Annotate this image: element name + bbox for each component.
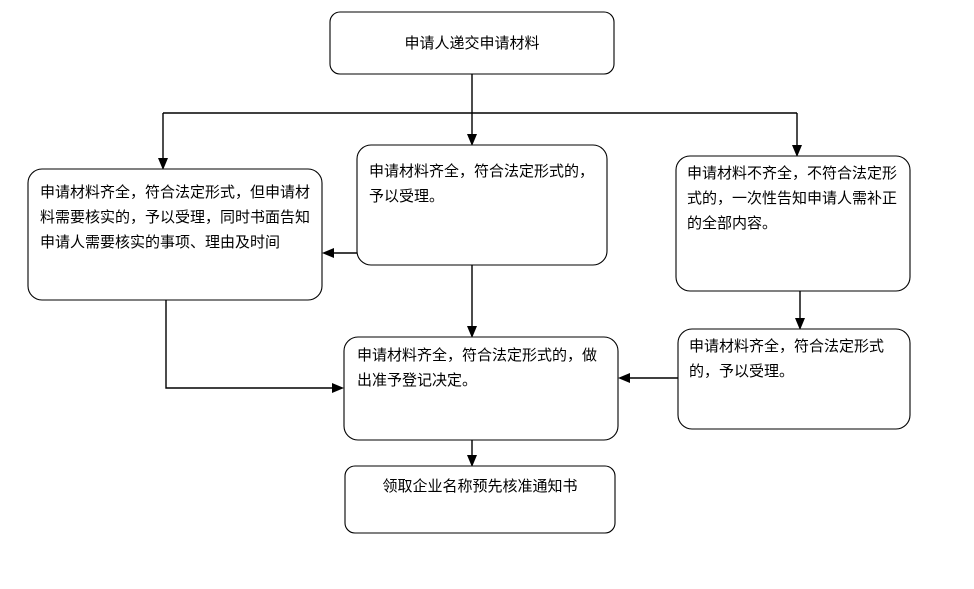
arrow-head-middle-to-left	[322, 248, 334, 258]
node-shape-left-verify[interactable]	[27, 168, 323, 301]
arrow-head-rightacc-to-center	[618, 373, 630, 383]
arrow-head-center-to-end	[467, 455, 477, 467]
arrow-head-rightinc-to-rightacc	[795, 318, 805, 330]
arrow-head-bus-to-middle	[467, 134, 477, 146]
node-shape-center-decision[interactable]	[343, 336, 619, 441]
node-shape-end[interactable]	[344, 465, 616, 534]
edge-left-to-center	[165, 300, 335, 389]
node-shape-layer	[27, 11, 911, 534]
node-shape-start[interactable]	[329, 11, 615, 75]
node-shape-right-incomplete[interactable]	[675, 155, 911, 292]
connector-layer	[158, 74, 805, 467]
node-shape-right-accept[interactable]	[677, 328, 911, 430]
arrow-head-bus-to-right	[792, 145, 802, 157]
arrow-head-left-to-center	[332, 383, 344, 393]
node-shape-middle-accept[interactable]	[356, 144, 608, 266]
arrow-head-middle-to-center	[467, 326, 477, 338]
arrow-head-bus-to-left	[158, 158, 168, 170]
